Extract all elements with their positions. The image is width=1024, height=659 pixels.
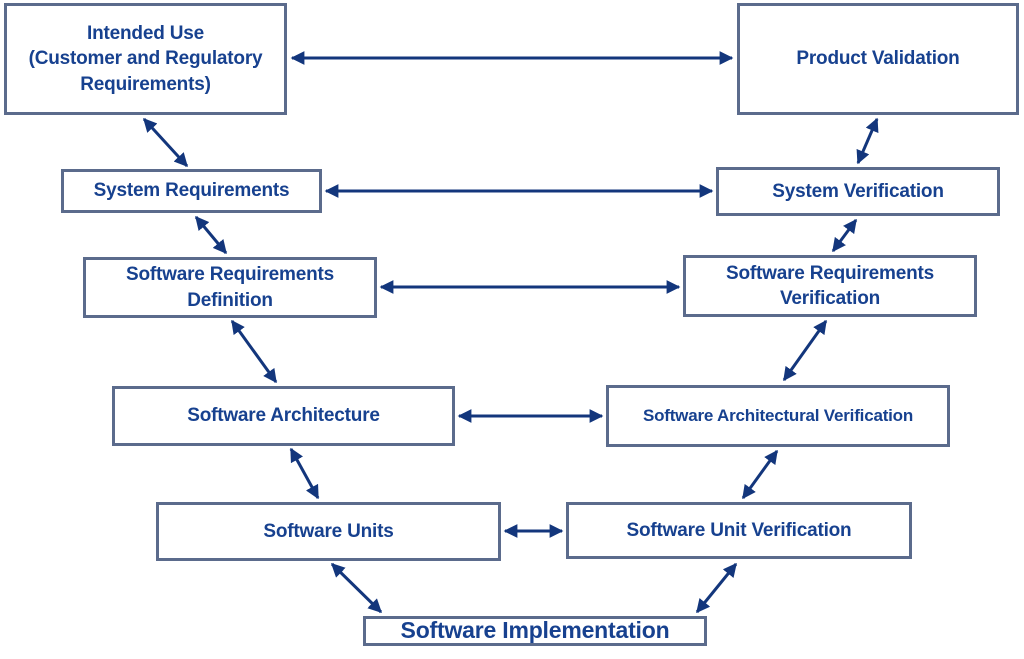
box-software-implementation: Software Implementation (363, 616, 707, 646)
arrow-software-architecture--software-units (289, 447, 320, 500)
arrow-software-requirements-definition--software-architecture (230, 319, 278, 384)
box-label: Software Architecture (187, 405, 380, 427)
arrow-system-verification--product-validation (856, 117, 879, 165)
box-label: Product Validation (796, 48, 960, 70)
box-label: Verification (779, 288, 881, 309)
arrow-intended-use--system-requirements (142, 117, 189, 168)
box-software-architecture: Software Architecture (112, 386, 455, 446)
arrow-software-architectural-verification--software-requirements-verification (782, 319, 828, 382)
box-label: Software Architectural Verification (642, 405, 914, 425)
box-label: Definition (187, 289, 273, 311)
arrow-software-unit-verification--software-architectural-verification (741, 449, 779, 500)
box-system-verification: System Verification (716, 167, 1000, 216)
box-software-architectural-verification: Software Architectural Verification (606, 385, 950, 447)
box-label: Requirements) (80, 73, 211, 95)
box-label: Software Requirements (125, 264, 335, 286)
arrow-software-requirements-verification--system-verification (831, 218, 858, 253)
box-label: System Requirements (93, 180, 290, 202)
box-label: System Verification (772, 180, 944, 202)
box-label: Software Requirements (725, 262, 935, 284)
box-software-units: Software Units (156, 502, 501, 561)
arrow-software-implementation--software-unit-verification (695, 562, 738, 614)
box-label: Software Implementation (400, 617, 670, 644)
box-label: Software Units (263, 520, 394, 542)
box-intended-use: Intended Use (Customer and Regulatory Re… (4, 3, 287, 115)
box-software-unit-verification: Software Unit Verification (566, 502, 912, 559)
arrow-system-requirements--software-requirements-definition (194, 215, 228, 255)
box-label: (Customer and Regulatory (28, 48, 263, 70)
box-product-validation: Product Validation (737, 3, 1019, 115)
box-label: Intended Use (87, 23, 204, 45)
box-label: Software Unit Verification (626, 519, 852, 541)
arrow-software-units--software-implementation (330, 562, 383, 614)
box-system-requirements: System Requirements (61, 169, 322, 213)
box-software-requirements-definition: Software Requirements Definition (83, 257, 377, 318)
box-software-requirements-verification: Software Requirements Verification (683, 255, 977, 317)
